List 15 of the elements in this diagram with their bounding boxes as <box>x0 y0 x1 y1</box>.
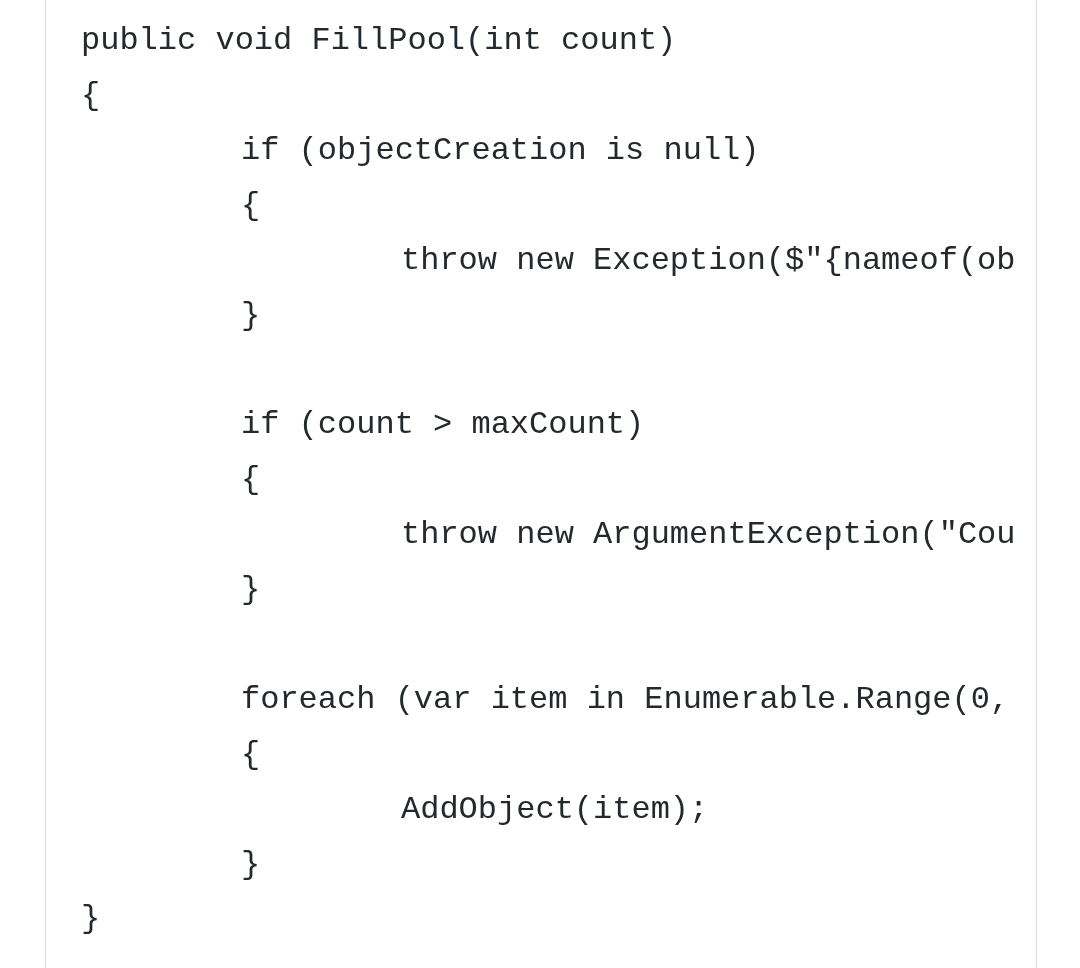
code-line: if (count > maxCount) <box>241 405 645 446</box>
code-line: { <box>81 75 101 116</box>
code-line: public void FillPool(int count) <box>81 21 677 61</box>
code-line: } <box>241 295 261 336</box>
code-line: } <box>241 844 261 885</box>
code-line: foreach (var item in Enumerable.Range(0, <box>241 679 1010 720</box>
code-line: throw new ArgumentException("Cou <box>401 515 1016 556</box>
code-line: AddObject(item); <box>401 789 709 830</box>
code-line: } <box>241 570 261 610</box>
code-line: { <box>241 185 261 226</box>
code-line: { <box>241 460 261 501</box>
code-line: } <box>81 899 101 940</box>
code-line: throw new Exception($"{nameof(ob <box>401 240 1016 281</box>
code-line: if (objectCreation is null) <box>241 130 760 171</box>
code-line: { <box>241 734 261 775</box>
